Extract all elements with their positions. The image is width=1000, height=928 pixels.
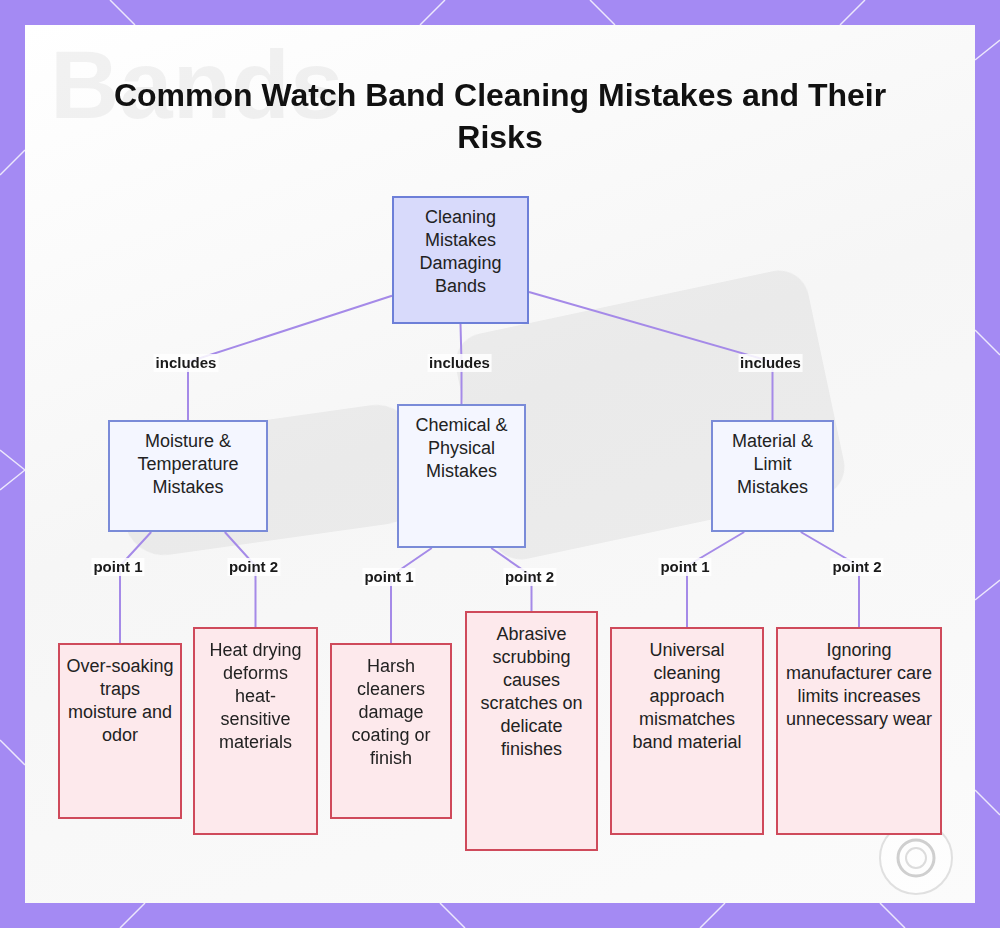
node-text: Moisture & Temperature Mistakes [116,430,260,499]
connector-line [801,532,859,627]
node-text: Abrasive scrubbing causes scratches on d… [473,623,590,761]
connector-line [687,532,744,627]
diagram-title: Common Watch Band Cleaning Mistakes and … [100,74,900,158]
node-text: Ignoring manufacturer care limits increa… [784,639,934,731]
risk-box: Harsh cleaners damage coating or finish [330,643,452,819]
edge-label: point 2 [227,558,280,576]
edge-label: point 2 [830,558,883,576]
edge-label: point 2 [503,568,556,586]
node-text: Cleaning Mistakes Damaging Bands [400,206,521,298]
edge-label: point 1 [91,558,144,576]
node-text: Material & Limit Mistakes [719,430,826,499]
edge-label: includes [738,354,803,372]
category-box: Chemical & Physical Mistakes [397,404,526,548]
root-box: Cleaning Mistakes Damaging Bands [392,196,529,324]
risk-box: Over-soaking traps moisture and odor [58,643,182,819]
risk-box: Universal cleaning approach mismatches b… [610,627,764,835]
connector-line [391,548,432,643]
node-text: Heat drying deforms heat-sensitive mater… [201,639,310,754]
category-box: Material & Limit Mistakes [711,420,834,532]
node-text: Chemical & Physical Mistakes [405,414,518,483]
node-text: Universal cleaning approach mismatches b… [618,639,756,754]
risk-box: Abrasive scrubbing causes scratches on d… [465,611,598,851]
edge-label: includes [427,354,492,372]
node-text: Over-soaking traps moisture and odor [66,655,174,747]
node-text: Harsh cleaners damage coating or finish [338,655,444,770]
connector-line [188,296,392,420]
category-box: Moisture & Temperature Mistakes [108,420,268,532]
connector-line [225,532,256,627]
connector-line [529,292,773,420]
risk-box: Ignoring manufacturer care limits increa… [776,627,942,835]
connector-line [120,532,151,643]
risk-box: Heat drying deforms heat-sensitive mater… [193,627,318,835]
edge-label: point 1 [658,558,711,576]
edge-label: point 1 [362,568,415,586]
edge-label: includes [154,354,219,372]
